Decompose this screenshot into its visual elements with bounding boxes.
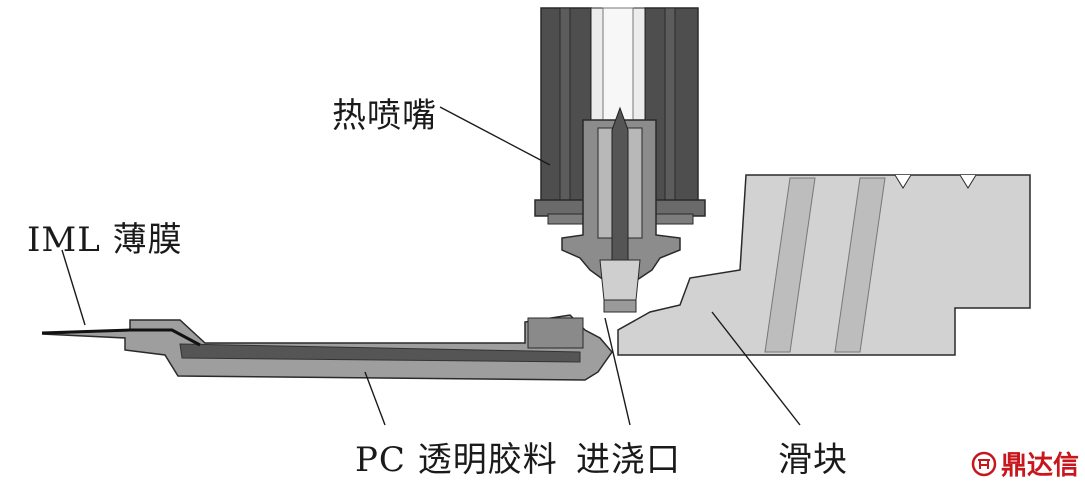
watermark: 鼎达信 — [971, 445, 1079, 482]
hot-nozzle-label: 热喷嘴 — [332, 96, 437, 136]
gate-label: 进浇口 — [576, 440, 681, 480]
iml-film-label: IML 薄膜 — [27, 220, 183, 260]
slider-block — [617, 174, 1031, 356]
watermark-text: 鼎达信 — [1000, 451, 1079, 481]
leader-lines — [61, 106, 801, 426]
leader-hot-nozzle — [439, 106, 551, 166]
hot-nozzle-body — [534, 7, 706, 225]
leader-gate — [604, 317, 631, 426]
leader-slider — [711, 311, 801, 426]
pc-material-label: PC 透明胶料 — [355, 440, 558, 480]
nozzle-tip — [561, 106, 681, 313]
molded-part — [41, 314, 613, 381]
watermark-logo-icon — [971, 451, 997, 476]
leader-pc-material — [364, 371, 386, 426]
slider-label: 滑块 — [778, 440, 848, 480]
leader-iml-film — [61, 249, 86, 326]
